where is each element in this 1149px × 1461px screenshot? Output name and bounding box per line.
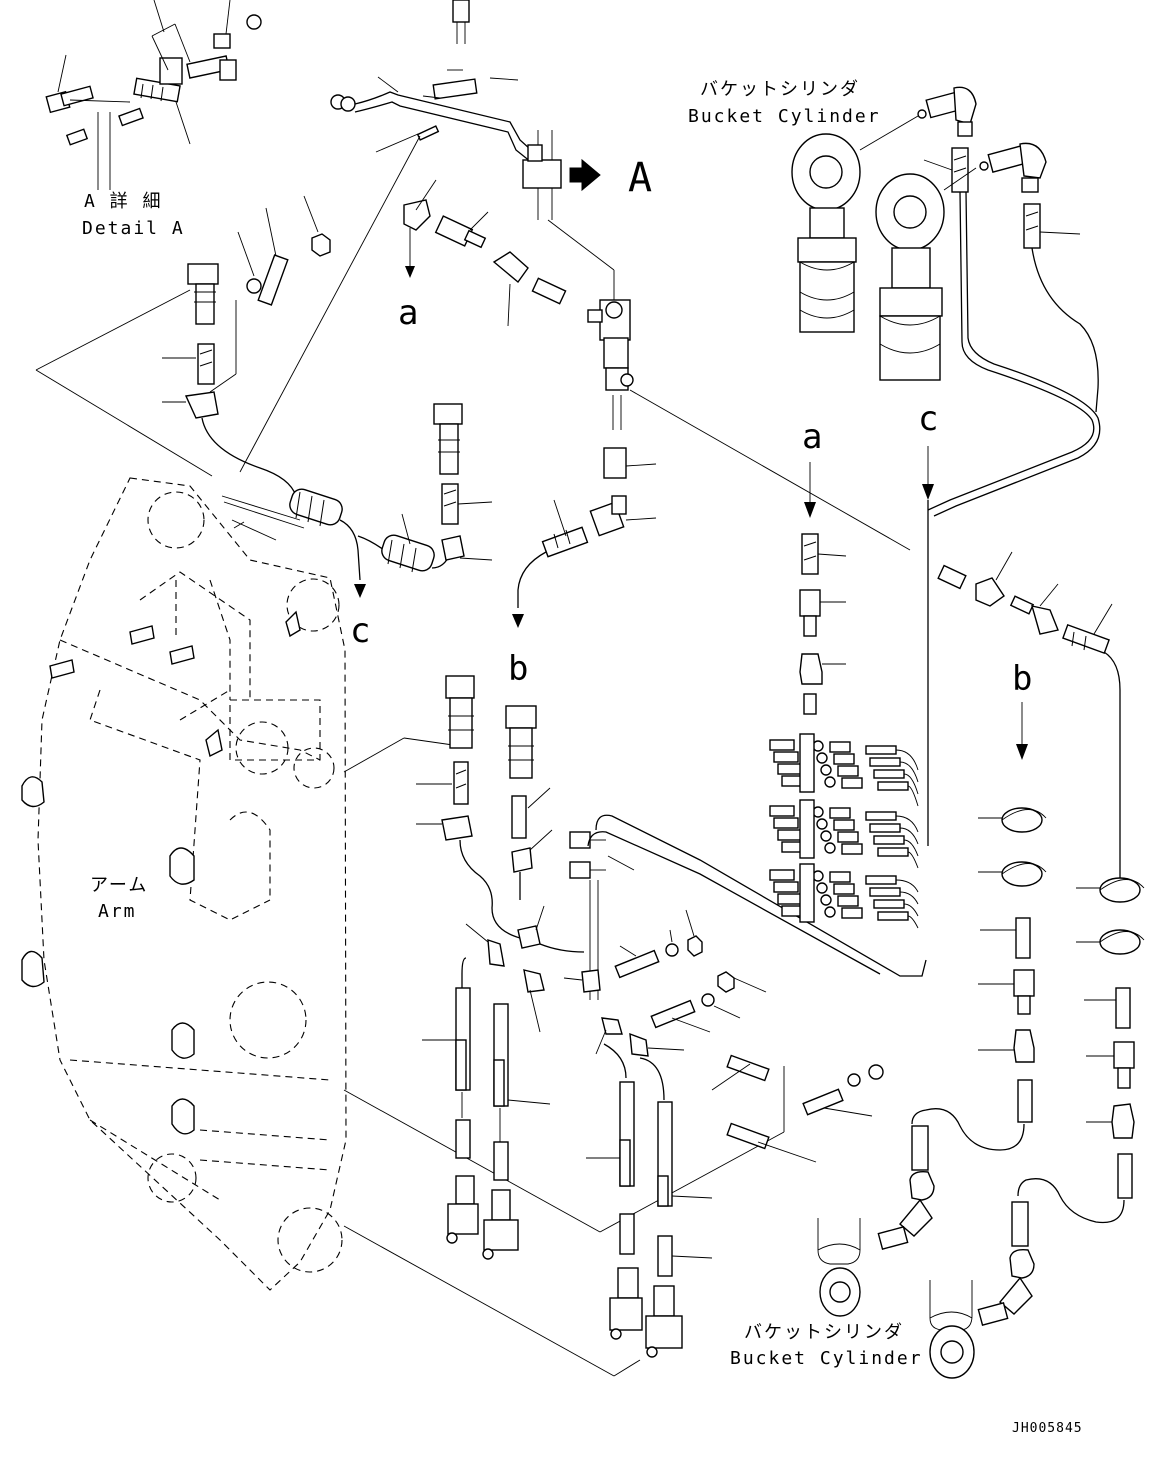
leader-lines [35, 289, 785, 1377]
center-lower-assembly [416, 675, 927, 1358]
left-hose-route [162, 195, 493, 598]
bucket-top-label-en: Bucket Cylinder [688, 106, 881, 127]
drawing-code: JH005845 [1012, 1421, 1083, 1436]
detail-a-label-en: Detail A [82, 218, 185, 239]
connector-c-left: c [350, 611, 370, 651]
bucket-cylinder-top [791, 86, 1101, 517]
bucket-bottom-label-jp: バケットシリンダ [744, 1322, 904, 1343]
connector-b-mid: b [508, 649, 528, 689]
bucket-top-label-jp: バケットシリンダ [700, 79, 860, 100]
upper-fittings [403, 179, 911, 551]
detail-a-assembly [45, 0, 262, 190]
view-a-arrow-icon [569, 158, 601, 192]
connector-a-upper: a [398, 293, 418, 333]
view-a-label: A [628, 155, 652, 201]
connector-c-right: c [918, 399, 938, 439]
arm-label-en: Arm [98, 901, 137, 922]
bucket-cylinder-bottom [817, 1218, 975, 1379]
right-tree [799, 446, 1121, 880]
arm-label-jp: アーム [90, 875, 148, 896]
right-chain-b [877, 702, 1145, 1326]
connector-a-right: a [802, 417, 822, 457]
mid-route-b [512, 447, 657, 628]
top-line-assembly [330, 0, 615, 300]
detail-a-label-jp: A 詳 細 [84, 191, 163, 212]
arm-outline [21, 135, 421, 1291]
connector-b-right: b [1012, 659, 1032, 699]
valve-bank [769, 733, 919, 929]
bucket-bottom-label-en: Bucket Cylinder [730, 1348, 923, 1369]
